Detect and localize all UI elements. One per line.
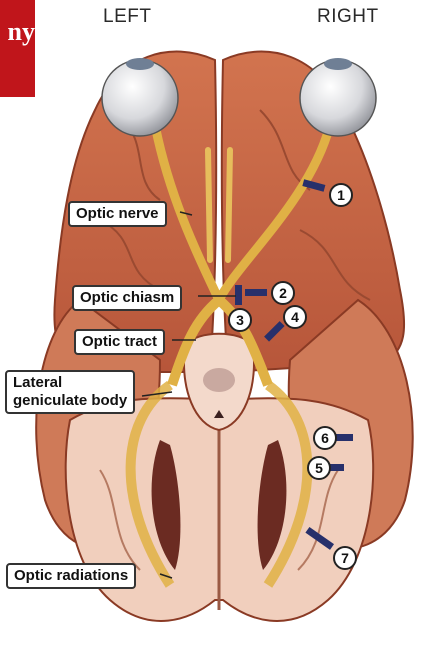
optic-chiasm-label: Optic chiasm xyxy=(72,285,182,311)
lesion-number-2: 2 xyxy=(271,281,295,305)
lesion-number-6: 6 xyxy=(313,426,337,450)
lesion-marker-2 xyxy=(245,289,267,296)
lesion-number-3: 3 xyxy=(228,308,252,332)
lateral-geniculate-label: Lateral geniculate body xyxy=(5,370,135,414)
left-eyeball xyxy=(102,60,178,136)
optic-nerve-label: Optic nerve xyxy=(68,201,167,227)
left-side-header: LEFT xyxy=(103,6,151,28)
optic-radiations-label: Optic radiations xyxy=(6,563,136,589)
lesion-number-1: 1 xyxy=(329,183,353,207)
optic-tract-label: Optic tract xyxy=(74,329,165,355)
lesion-marker-6 xyxy=(335,434,353,441)
right-side-header: RIGHT xyxy=(317,6,379,28)
right-eyeball xyxy=(300,60,376,136)
corner-badge: ny xyxy=(0,0,35,97)
lesion-number-5: 5 xyxy=(307,456,331,480)
lesion-number-7: 7 xyxy=(333,546,357,570)
lesion-number-4: 4 xyxy=(283,305,307,329)
lesion-marker-3 xyxy=(235,285,242,305)
